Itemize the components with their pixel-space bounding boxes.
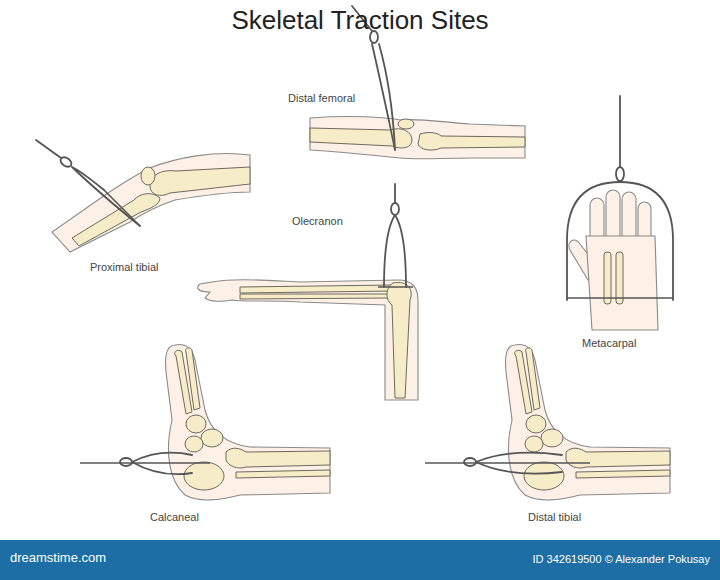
site-label: Olecranon (292, 215, 343, 228)
site-label: Distal femoral (288, 92, 355, 105)
metacarpal-figure (567, 96, 673, 330)
diagram-title: Skeletal Traction Sites (231, 6, 488, 36)
site-label: Distal tibial (528, 511, 581, 524)
site-label: Metacarpal (582, 337, 636, 350)
credit-text: ID 342619500 © Alexander Pokusay (532, 553, 710, 566)
proximal-tibial-figure (36, 140, 250, 252)
site-label: Proximal tibial (90, 261, 158, 274)
credit-bar (0, 540, 720, 580)
olecranon-figure (198, 184, 418, 400)
site-label: Calcaneal (150, 511, 199, 524)
distal-tibial-figure (425, 345, 670, 500)
calcaneal-figure (80, 345, 330, 500)
watermark-text: dreamstime.com (10, 551, 106, 566)
